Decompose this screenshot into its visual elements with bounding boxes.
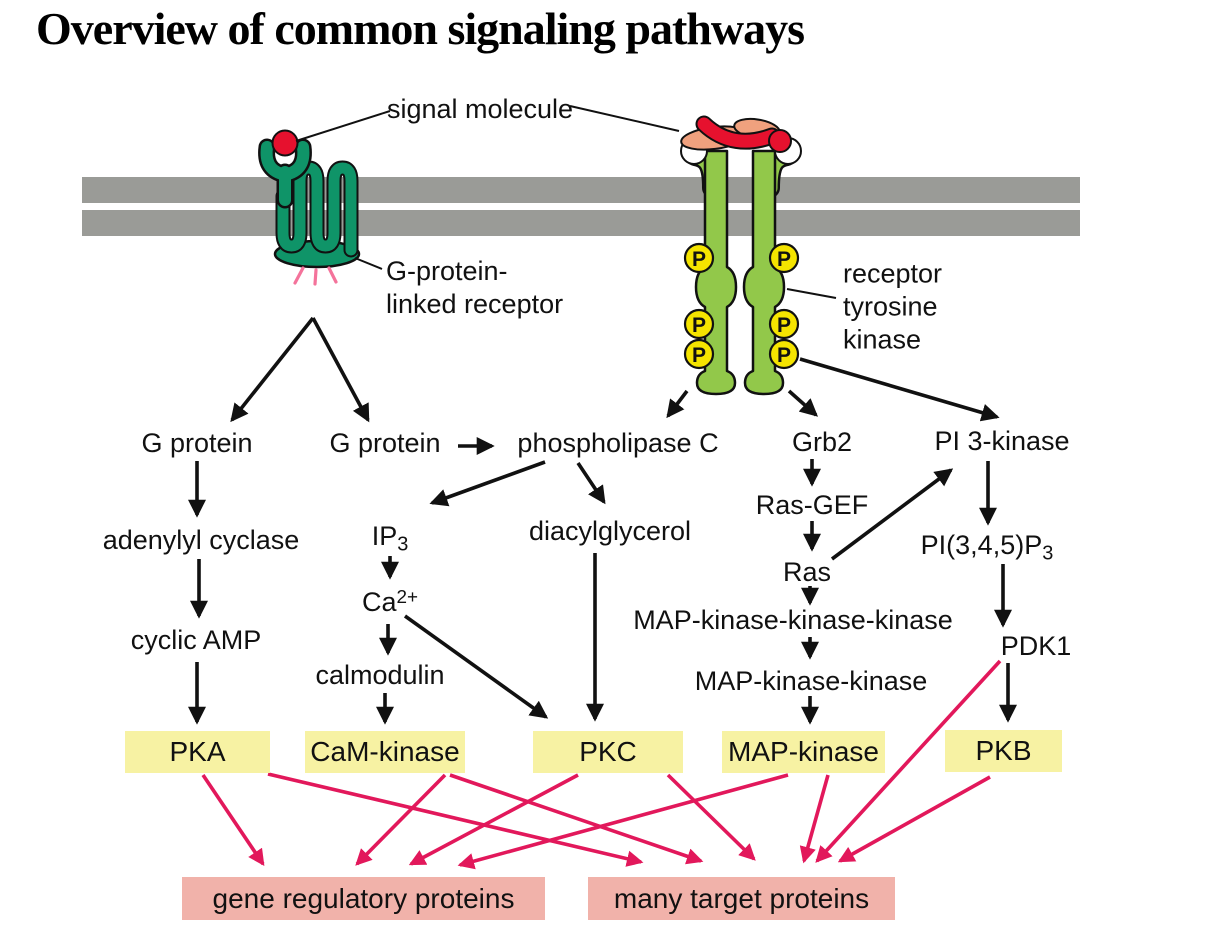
pointer-gpcr-label xyxy=(354,257,383,270)
node-pdk1: PDK1 xyxy=(1000,631,1072,661)
signal-molecule-ball xyxy=(271,129,299,157)
arrow-plc-to-dag xyxy=(576,462,606,505)
node-g-protein-2: G protein xyxy=(329,428,441,458)
phosphate-circle xyxy=(768,338,800,370)
kinase-box-pkb: PKB xyxy=(945,730,1062,772)
rtk-shape: P P P P P P xyxy=(680,115,802,396)
phosphate-circle xyxy=(768,308,800,340)
signal-molecule-label: signal molecule xyxy=(386,94,574,124)
calcium-base: Ca xyxy=(361,587,397,617)
arrow-mapkinase-to-generegulatory xyxy=(457,773,789,870)
node-map-kinase-kinase-kinase: MAP-kinase-kinase-kinase xyxy=(633,605,953,635)
node-phospholipase-c: phospholipase C xyxy=(517,428,719,458)
node-cyclic-amp: cyclic AMP xyxy=(130,625,262,655)
node-pi3-kinase: PI 3-kinase xyxy=(934,426,1070,456)
pip3-subscript: 3 xyxy=(1042,542,1054,565)
red-effector-arrows xyxy=(201,659,1002,870)
pointer-signal-to-rtk xyxy=(569,105,680,132)
arrow-gpcr-to-gprotein2 xyxy=(311,317,370,423)
membrane-outer-leaflet xyxy=(82,177,1080,203)
rtk-label-line2: tyrosine xyxy=(843,291,938,322)
arrow-camkinase-to-targets xyxy=(449,773,704,865)
gpcr-serpentine xyxy=(275,160,359,258)
arrow-pka-to-generegulatory xyxy=(201,773,265,867)
arrow-ca-to-pkc xyxy=(403,614,549,719)
phosphate-badges: P P P P P P xyxy=(683,242,800,370)
arrow-mapkinase-to-targets xyxy=(799,774,830,864)
membrane-inner-leaflet xyxy=(82,210,1080,236)
arrow-pkc-to-generegulatory xyxy=(408,773,579,866)
node-g-protein-1: G protein xyxy=(141,428,253,458)
kinase-box-map-kinase: MAP-kinase xyxy=(722,731,885,773)
phosphate-label: P xyxy=(692,344,706,367)
pointer-signal-to-gpcr xyxy=(295,110,391,142)
node-grb2: Grb2 xyxy=(791,427,853,457)
node-map-kinase-kinase: MAP-kinase-kinase xyxy=(694,666,928,696)
arrow-rtk-to-plc xyxy=(666,389,689,419)
phosphate-label: P xyxy=(777,314,791,337)
phosphate-label: P xyxy=(692,314,706,337)
plasma-membrane xyxy=(82,177,1080,236)
arrow-gpcr-to-gprotein1 xyxy=(230,316,315,423)
pip3-base: PI(3,4,5)P xyxy=(920,530,1043,560)
gpcr-label: G-protein- linked receptor xyxy=(386,255,563,321)
node-ras-gef: Ras-GEF xyxy=(755,490,869,520)
arrow-rtk-to-grb2 xyxy=(787,389,819,417)
black-pathway-arrows xyxy=(188,316,1017,725)
output-box-many-target-proteins: many target proteins xyxy=(588,877,895,920)
phosphate-circle xyxy=(683,308,715,340)
phosphate-circle xyxy=(768,242,800,274)
node-calmodulin: calmodulin xyxy=(315,660,445,690)
calcium-superscript: 2+ xyxy=(396,587,419,609)
node-pip3: PI(3,4,5)P3 xyxy=(920,530,1054,564)
arrow-plc-to-ip3 xyxy=(429,460,546,507)
arrow-ras-to-pi3k xyxy=(830,468,954,561)
pointer-lines xyxy=(295,105,837,299)
kinase-box-pkc: PKC xyxy=(533,731,683,773)
gpcr-label-line2: linked receptor xyxy=(386,289,564,319)
ip3-base: IP xyxy=(371,521,398,551)
phosphate-label: P xyxy=(692,248,706,271)
rtk-label-line1: receptor xyxy=(843,258,943,289)
gpcr-activation-sparks xyxy=(293,266,338,286)
gpcr-label-line1: G-protein- xyxy=(386,256,508,286)
arrow-pka-to-targets xyxy=(267,772,644,867)
rtk-label: receptor tyrosine kinase xyxy=(843,258,942,357)
gpcr-ligand-cup xyxy=(258,138,312,209)
output-box-gene-regulatory-proteins: gene regulatory proteins xyxy=(182,877,545,920)
pointer-rtk-label xyxy=(786,288,837,299)
rtk-label-line3: kinase xyxy=(843,324,922,355)
arrow-camkinase-to-generegulatory xyxy=(355,773,447,866)
arrow-rtk-to-pi3k xyxy=(799,357,1000,422)
node-diacylglycerol: diacylglycerol xyxy=(528,516,692,546)
phosphate-circle xyxy=(683,242,715,274)
arrow-pkc-to-targets xyxy=(666,773,756,861)
phosphate-circle xyxy=(683,338,715,370)
ligand-red-band xyxy=(695,115,792,153)
kinase-box-cam-kinase: CaM-kinase xyxy=(305,731,465,773)
ip3-subscript: 3 xyxy=(397,533,409,556)
phosphate-label: P xyxy=(777,344,791,367)
page-title: Overview of common signaling pathways xyxy=(36,3,805,54)
arrow-pdk1-to-targets xyxy=(815,659,1002,863)
node-calcium: Ca2+ xyxy=(362,587,418,617)
gpcr-shape xyxy=(258,129,361,286)
node-adenylyl-cyclase: adenylyl cyclase xyxy=(102,525,300,555)
kinase-box-pka: PKA xyxy=(125,731,270,773)
arrow-pkb-to-targets xyxy=(837,775,991,863)
node-ras: Ras xyxy=(782,557,832,587)
phosphate-label: P xyxy=(777,248,791,271)
node-ip3: IP3 xyxy=(371,521,409,555)
